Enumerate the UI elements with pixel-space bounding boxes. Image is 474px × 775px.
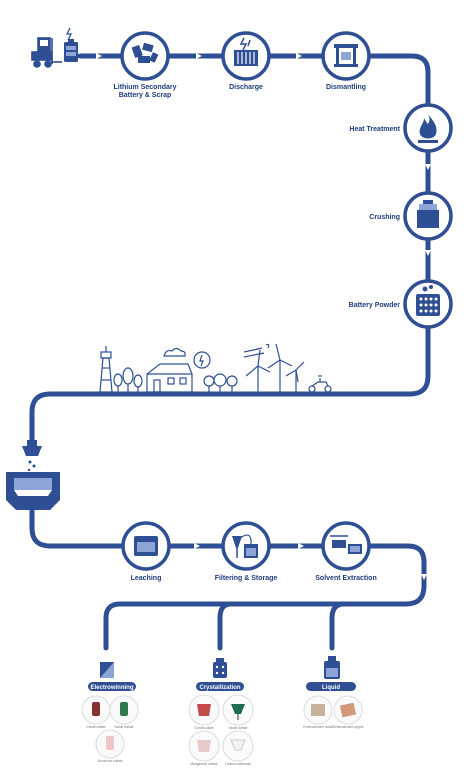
product-label: Electrowinnied nickel bbox=[303, 725, 333, 729]
badge-crystallization: Crystallization bbox=[199, 685, 240, 691]
step-lithium bbox=[120, 31, 170, 81]
label-discharge: Discharge bbox=[229, 84, 263, 91]
discharge-icon bbox=[234, 37, 258, 66]
label-filtering: Filtering & Storage bbox=[215, 575, 278, 582]
product-label: Cobalt sulfate bbox=[194, 726, 214, 730]
crusher-icon bbox=[417, 200, 439, 228]
label-dismantling: Dismantling bbox=[326, 84, 366, 91]
filter-icon bbox=[232, 534, 258, 558]
product-label: Aluminium sulfate bbox=[97, 759, 122, 763]
crystallization-icon bbox=[213, 658, 227, 678]
step-leaching bbox=[121, 521, 171, 571]
step-battery-powder bbox=[403, 279, 453, 329]
eco-landscape-icon bbox=[90, 343, 340, 395]
powder-icon bbox=[416, 285, 440, 316]
step-solvent bbox=[321, 521, 371, 571]
badge-electrowinning: Electrowinning bbox=[90, 685, 133, 691]
product-label: Manganese sulfate bbox=[191, 762, 218, 766]
label-heat-treatment: Heat Treatment bbox=[349, 126, 400, 133]
badge-liquid: Liquid bbox=[322, 685, 340, 691]
leaching-tank-icon bbox=[6, 440, 60, 510]
electrowinning-icon bbox=[100, 662, 114, 678]
step-discharge bbox=[221, 31, 271, 81]
solvent-extraction-icon bbox=[330, 535, 362, 554]
flow-arrows bbox=[96, 53, 431, 580]
step-heat-treatment bbox=[403, 103, 453, 153]
label-crushing: Crushing bbox=[369, 214, 400, 221]
product-label: Cobalt sulfate bbox=[86, 725, 106, 729]
leaching-icon bbox=[134, 536, 158, 556]
product-label: Lithium carbonate bbox=[225, 762, 251, 766]
label-lithium-2: Battery & Scrap bbox=[119, 92, 172, 99]
flame-icon bbox=[418, 114, 438, 143]
battery-scrap-icon bbox=[131, 42, 159, 63]
label-lithium-1: Lithium Secondary bbox=[113, 84, 176, 91]
forklift-icon bbox=[31, 37, 62, 68]
label-solvent: Solvent Extraction bbox=[315, 575, 376, 582]
label-battery-powder: Battery Powder bbox=[349, 302, 401, 309]
product-label: Nickel sulfate bbox=[229, 726, 248, 730]
battery-icon bbox=[64, 27, 78, 62]
step-filtering bbox=[221, 521, 271, 571]
liquid-icon bbox=[324, 656, 340, 679]
product-label: Nickel sulfate bbox=[115, 725, 134, 729]
dismantling-icon bbox=[334, 44, 358, 67]
step-dismantling bbox=[321, 31, 371, 81]
product-label: Electrowinnied copper bbox=[332, 725, 364, 729]
output-badges bbox=[88, 682, 356, 691]
label-leaching: Leaching bbox=[131, 575, 162, 582]
step-crushing bbox=[403, 191, 453, 241]
product-samples bbox=[92, 702, 357, 752]
